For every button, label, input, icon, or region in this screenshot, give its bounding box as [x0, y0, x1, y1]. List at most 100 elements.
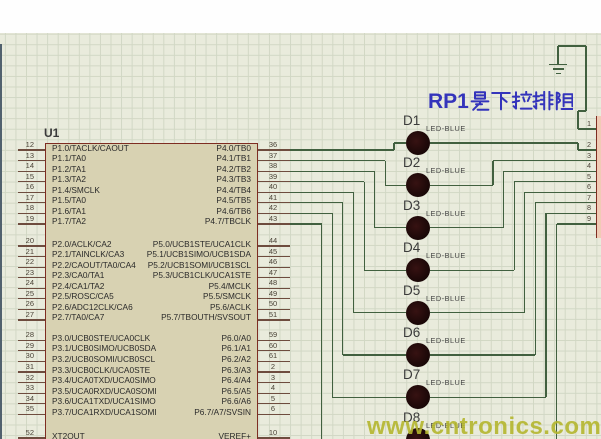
rp-pin-number: 5 — [586, 171, 591, 181]
mcu-pin-number: 35 — [25, 404, 34, 414]
mcu-pin-name: P2.1/TAINCLK/CA3 — [52, 249, 125, 260]
mcu-pin-name: P3.6/UCA1TXD/UCA1SIMO — [52, 396, 156, 407]
mcu-pin-number: 31 — [25, 362, 34, 371]
mcu-pin-number: 38 — [268, 161, 278, 171]
mcu-pin-stub — [18, 181, 45, 183]
wire-segment — [290, 223, 322, 225]
mcu-pin-number: 27 — [25, 309, 34, 319]
led-symbol — [406, 343, 430, 367]
wire-segment — [321, 223, 323, 439]
mcu-pin-stub — [18, 360, 45, 363]
annotation-prefix: RP1 — [428, 90, 469, 113]
mcu-pin-number: 49 — [268, 288, 278, 298]
mcu-pin-name: P2.3/CA0/TA1 — [52, 270, 105, 281]
mcu-pin-stub — [258, 298, 290, 300]
mcu-pin-stub — [18, 212, 45, 214]
mcu-pin-stub — [18, 245, 45, 247]
mcu-pin-stub — [18, 319, 45, 321]
led-ref: D5 — [403, 282, 421, 298]
mcu-pin-number: 52 — [25, 428, 34, 437]
mcu-pin-stub — [18, 170, 45, 172]
wire-segment — [394, 142, 406, 144]
ground-icon — [555, 72, 561, 75]
mcu-pin-name: P2.5/ROSC/CA5 — [52, 291, 114, 302]
mcu-pin-name: P3.2/UCB0SOMI/UCB0SCL — [52, 353, 156, 364]
wire-segment — [430, 142, 578, 144]
mcu-pin-number: 30 — [25, 351, 34, 361]
led-symbol — [406, 258, 430, 283]
mcu-pin-stub — [18, 298, 45, 300]
ground-icon — [549, 63, 567, 66]
led-ref: D3 — [403, 197, 421, 213]
wire-segment — [290, 159, 386, 162]
mcu-pin-number: 21 — [25, 246, 34, 256]
wire-segment — [290, 202, 343, 204]
mcu-pin-name: P3.4/UCA0TXD/UCA0SIMO — [52, 375, 156, 386]
mcu-pin-number: 25 — [25, 288, 34, 298]
rp-pin-number: 4 — [586, 161, 591, 171]
mcu-pin-name: P5.6/ACLK — [209, 301, 251, 312]
wire-segment — [290, 212, 333, 214]
mcu-pin-name: P4.1/TB1 — [216, 153, 251, 164]
mcu-pin-stub — [18, 149, 45, 151]
led-symbol — [406, 427, 430, 439]
mcu-pin-name: P4.3/TB3 — [216, 174, 251, 185]
led-part-label: LED-BLUE — [426, 293, 466, 303]
rp-pin-number: 1 — [586, 119, 591, 128]
mcu-pin-name: VEREF+ — [218, 430, 251, 439]
mcu-pin-number: 36 — [268, 140, 278, 149]
mcu-pin-stub — [258, 319, 290, 321]
mcu-pin-stub — [18, 202, 45, 204]
mcu-pin-number: 48 — [268, 278, 278, 288]
wire-segment — [492, 160, 494, 186]
wire-segment — [430, 354, 536, 356]
led-ref: D7 — [403, 367, 421, 383]
led-ref: D4 — [403, 240, 421, 256]
rp-pin-number: 9 — [586, 213, 591, 223]
rp-pin-number: 7 — [586, 192, 591, 202]
mcu-pin-number: 19 — [25, 213, 34, 223]
mcu-pin-number: 22 — [25, 257, 34, 267]
mcu-pin-stub — [258, 202, 290, 204]
ground-net — [577, 111, 579, 129]
mcu-pin-number: 29 — [25, 340, 34, 350]
mcu-pin-name: P1.3/TA2 — [52, 174, 86, 185]
led-symbol — [406, 385, 430, 410]
mcu-pin-stub — [18, 403, 45, 405]
wire-segment — [374, 171, 376, 228]
wire-segment — [546, 212, 596, 214]
mcu-pin-number: 59 — [268, 330, 278, 340]
mcu-pin-stub — [258, 266, 290, 268]
mcu-pin-stub — [18, 255, 45, 258]
rp-pin-number: 3 — [586, 150, 591, 160]
wire-segment — [556, 223, 558, 439]
mcu-pin-number: 47 — [268, 267, 278, 277]
mcu-pin-name: P2.7/TA0/CA7 — [52, 312, 105, 323]
mcu-pin-name: P6.3/A3 — [221, 364, 251, 375]
mcu-pin-stub — [258, 255, 290, 258]
wire-segment — [503, 171, 505, 228]
mcu-pin-number: 3 — [270, 372, 276, 382]
wire-segment — [493, 159, 596, 162]
wire-segment — [353, 312, 406, 314]
mcu-pin-number: 6 — [270, 404, 276, 414]
mcu-pin-name: P3.7/UCA1RXD/UCA1SOMI — [52, 406, 157, 417]
mcu-pin-stub — [258, 371, 290, 373]
mcu-pin-name: P2.4/CA1/TA2 — [52, 280, 105, 291]
wire-segment — [331, 213, 333, 398]
mcu-pin-name: P1.1/TA0 — [52, 153, 86, 164]
mcu-pin-name: P5.1/UCB1SIMO/UCB1SDA — [146, 249, 251, 260]
mcu-pin-stub — [18, 437, 45, 439]
rp-pin-number: 8 — [586, 203, 591, 213]
mcu-pin-stub — [18, 266, 45, 268]
mcu-ref: U1 — [44, 126, 60, 140]
mcu-pin-number: 37 — [268, 150, 278, 160]
mcu-pin-name: P5.5/SMCLK — [203, 291, 251, 302]
mcu-pin-name: P3.3/UCB0CLK/UCA0STE — [52, 364, 151, 375]
mcu-pin-number: 2 — [270, 362, 276, 371]
ground-icon — [557, 46, 559, 64]
led-part-label: LED-BLUE — [426, 124, 466, 133]
led-ref: D6 — [403, 325, 421, 340]
mcu-pin-number: 46 — [268, 257, 278, 267]
mcu-pin-stub — [258, 360, 290, 363]
